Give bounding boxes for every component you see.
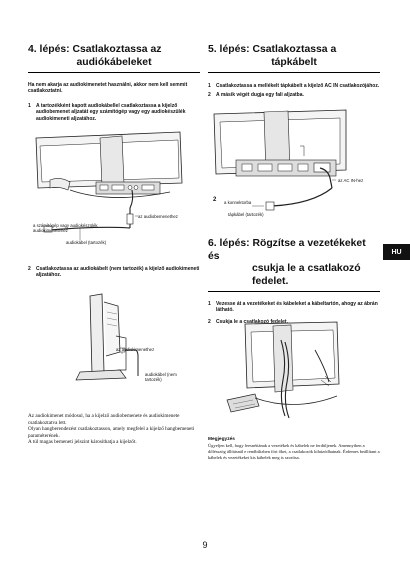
step-text: Csatlakoztassa a mellékelt tápkábelt a k…: [216, 83, 380, 89]
step-text: Csukja le a csatlakozó fedelet.: [216, 318, 288, 325]
section-6-title-line1: 6. lépés: Rögzítse a vezetékeket és: [208, 238, 366, 262]
step-number: 2: [28, 266, 31, 272]
figure-power-cable-connection: [213, 109, 347, 211]
body-paragraph-1: Az audiokimenet módosul, ha a kijelző au…: [28, 413, 180, 426]
section-4-step-2-wrap: 2 Csatlakoztassa az audiokábelt (nem tar…: [28, 266, 200, 279]
figure-audio-cable-connection: [29, 127, 199, 248]
section-6: 6. lépés: Rögzítse a vezetékeket és csuk…: [208, 238, 380, 325]
right-column: 5. lépés: Csatlakoztassa a tápkábelt 1 C…: [208, 44, 380, 99]
label-to-ac-in: az AC IN-hez: [338, 178, 364, 183]
note-text: Ügyeljen kell, hogy leesnétiának a vezet…: [208, 443, 380, 460]
label-power-cable-supplied: tápkábel (tartozék): [228, 212, 264, 217]
language-tab-hu: HU: [383, 244, 410, 260]
page-number: 9: [202, 540, 208, 550]
note-title: Megjegyzés: [208, 437, 235, 442]
section-6-step-2: 2 Csukja le a csatlakozó fedelet.: [208, 319, 380, 325]
section-4-step-2: 2 Csatlakoztassa az audiokábelt (nem tar…: [28, 266, 200, 279]
body-paragraph-3: A túl magas bemeneti jelszint károsíthat…: [28, 439, 137, 446]
label-to-audio-out: az audiokimenethez: [116, 347, 155, 352]
step-number: 1: [28, 102, 31, 109]
step-number: 2: [208, 92, 211, 99]
step-text: Csatlakoztassa az audiokábelt (nem tarto…: [36, 266, 200, 279]
label-to-device-audio-out: a számítógép vagy audiokészülék audiokim…: [33, 223, 98, 233]
body-paragraph-2: Olyan hangberendezést csatlakoztasson, a…: [28, 426, 195, 439]
section-4-title-line2: audiókábeleket: [76, 56, 152, 68]
section-6-title-line2: csukja le a csatlakozó: [252, 263, 361, 274]
step-text: A másik végét dugja egy fali aljzatba.: [216, 92, 304, 99]
section-6-title: 6. lépés: Rögzítse a vezetékeket és csuk…: [208, 238, 380, 292]
figure-cable-holder-and-cover: [226, 321, 340, 419]
step-number: 2: [208, 318, 211, 325]
section-4-title-line1: 4. lépés: Csatlakoztassa az: [28, 44, 162, 55]
label-audio-cable-supplied: audiokábel (tartozék): [66, 240, 107, 245]
section-5-title: 5. lépés: Csatlakoztassa a tápkábelt: [208, 44, 380, 73]
step-text: Vezesse át a vezetékeket és kábeleket a …: [216, 301, 378, 314]
step-number: 1: [208, 83, 211, 89]
step-number: 1: [208, 301, 211, 307]
step-text: A tartozékként kapott audiokábellel csat…: [36, 102, 186, 122]
section-5-title-line2: tápkábelt: [271, 56, 317, 68]
section-5-title-line1: 5. lépés: Csatlakoztassa a: [208, 44, 337, 55]
section-6-title-line3: fedelet.: [252, 275, 289, 287]
label-to-audio-in: az audiobemenethez: [138, 214, 178, 219]
section-4-step-1: 1 A tartozékként kapott audiokábellel cs…: [28, 103, 200, 122]
section-5-step-2: 2 A másik végét dugja egy fali aljzatba.: [208, 92, 380, 98]
figure-step-2-marker: 2: [213, 197, 217, 203]
figure-audio-out-side-view: [75, 293, 139, 381]
section-5-step-1: 1 Csatlakoztassa a mellékelt tápkábelt a…: [208, 83, 380, 89]
section-6-step-1: 1 Vezesse át a vezetékeket és kábeleket …: [208, 301, 380, 314]
left-column: 4. lépés: Csatlakoztassa az audiókábelek…: [28, 44, 200, 122]
note-block: Megjegyzés Ügyeljen kell, hogy leesnétiá…: [208, 437, 380, 460]
section-4-body: Az audiokimenet módosul, ha a kijelző au…: [28, 413, 203, 446]
section-4-intro: Ha nem akarja az audiokimenetet használn…: [28, 82, 188, 95]
section-4-title: 4. lépés: Csatlakoztassa az audiókábelek…: [28, 44, 200, 73]
label-audio-cable-not-supplied: audiokábel (nem tartozék): [145, 372, 177, 382]
label-to-outlet: a konnektorba: [224, 200, 252, 205]
